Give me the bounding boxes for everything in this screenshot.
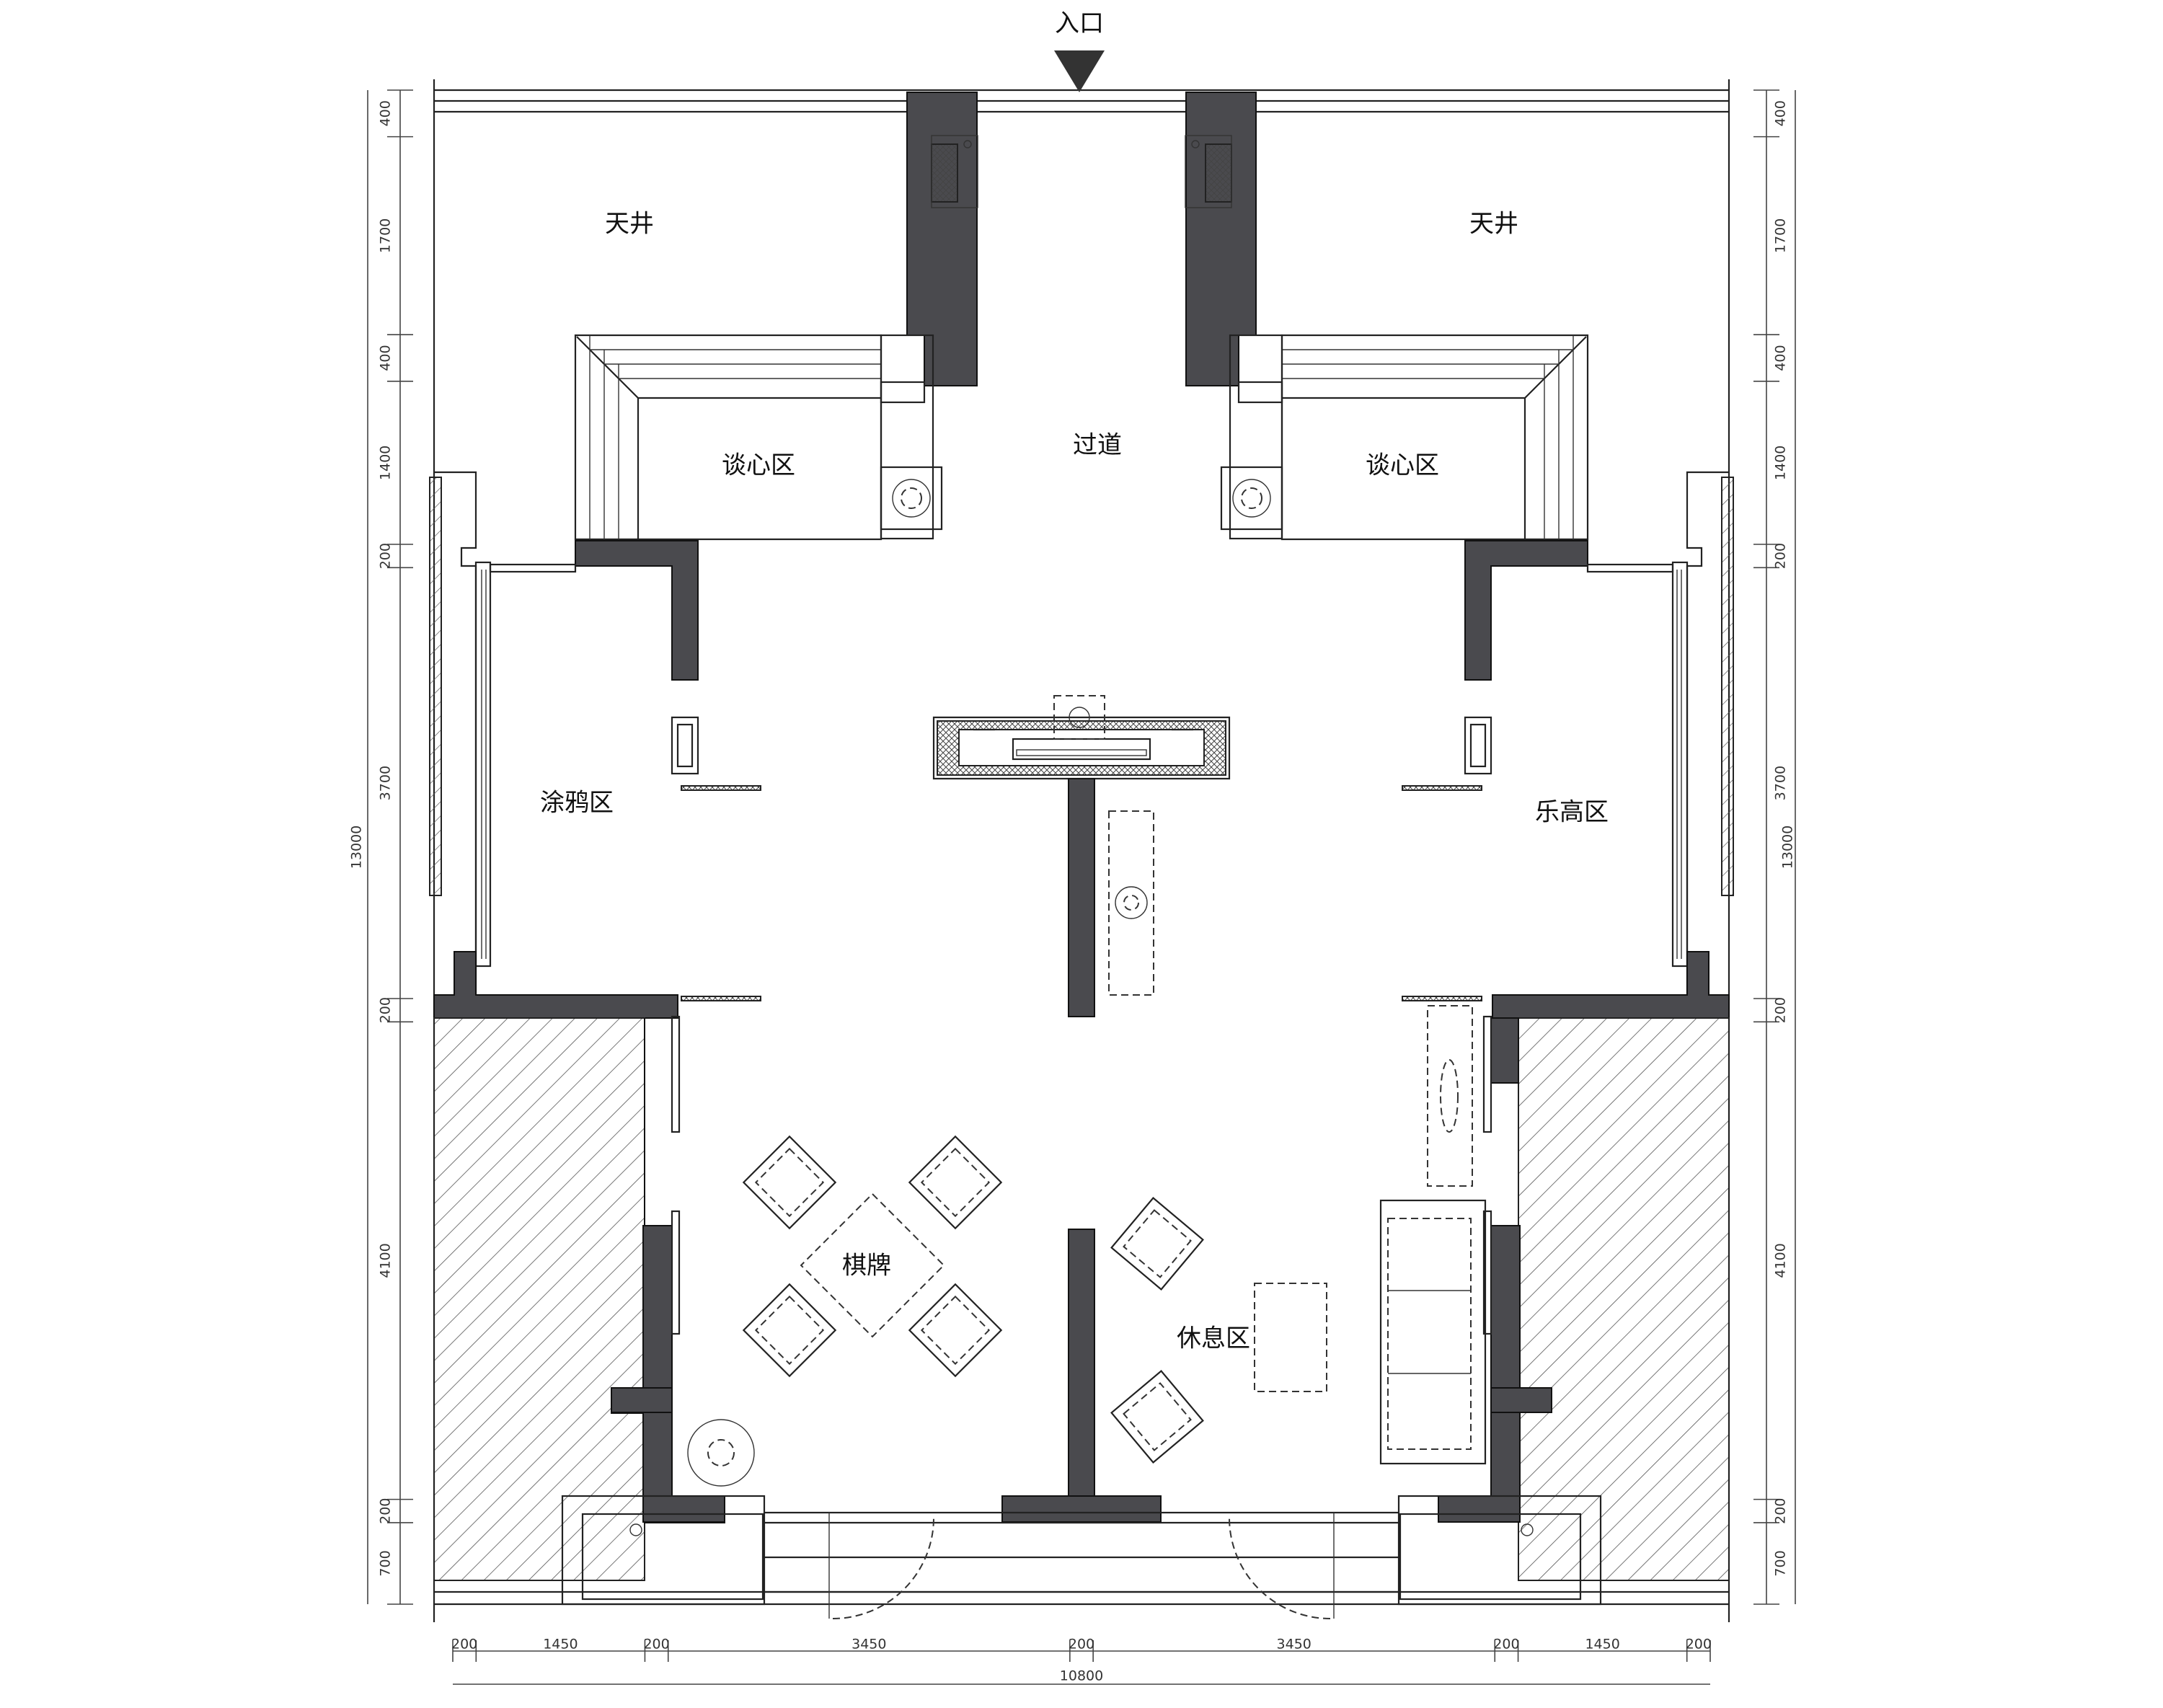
dimension-right: 400 1700 400 1400 200 3700 200 4100 200 700 13000 [1753, 89, 1796, 1605]
dim-left-value: 1700 [378, 218, 394, 253]
dim-left-value: 400 [378, 345, 394, 371]
dim-right-value: 200 [1773, 1498, 1789, 1524]
dim-left-value: 4100 [378, 1243, 394, 1278]
dim-right-value: 4100 [1773, 1243, 1789, 1278]
dim-right-value: 700 [1773, 1550, 1789, 1576]
chess-chair [742, 1135, 837, 1230]
chat-right-label: 谈心区 [1366, 451, 1439, 480]
dim-right-value: 200 [1773, 997, 1789, 1023]
dim-bottom-value: 200 [643, 1637, 669, 1652]
corridor-label: 过道 [1073, 431, 1122, 460]
chess-chair [742, 1283, 837, 1378]
dim-bottom-value: 1450 [1585, 1637, 1619, 1652]
dim-bottom-value: 3450 [1277, 1637, 1311, 1652]
upper-structure [574, 92, 1589, 681]
dim-left-total: 13000 [349, 826, 365, 869]
dim-bottom-value: 3450 [852, 1637, 886, 1652]
entrance-marker: 入口 [1054, 9, 1105, 92]
dim-left-value: 3700 [378, 766, 394, 800]
dim-bottom-value: 200 [1493, 1637, 1519, 1652]
lower-structure [433, 1005, 1730, 1619]
dim-left-value: 700 [378, 1550, 394, 1576]
dim-left-value: 1400 [378, 446, 394, 480]
room-labels: 天井 天井 谈心区 谈心区 过道 涂鸦区 乐高区 棋牌 休息区 [540, 210, 1609, 1353]
chat-left-label: 谈心区 [722, 451, 795, 480]
chess-chair [908, 1283, 1003, 1378]
dim-bottom-value: 200 [1069, 1637, 1094, 1652]
dim-left-value: 200 [378, 543, 394, 569]
rest-chair [1110, 1370, 1204, 1464]
dim-left-value: 200 [378, 1498, 394, 1524]
dimension-left: 400 1700 400 1400 200 3700 200 4100 200 700 13000 [349, 89, 413, 1605]
courtyard-right-label: 天井 [1469, 210, 1518, 239]
chess-chair [908, 1135, 1003, 1230]
dim-right-value: 400 [1773, 100, 1789, 126]
dim-right-value: 1700 [1773, 218, 1789, 253]
lego-label: 乐高区 [1535, 798, 1609, 827]
dim-right-value: 3700 [1773, 766, 1789, 800]
rest-label: 休息区 [1177, 1324, 1250, 1353]
dim-bottom-value: 1450 [543, 1637, 578, 1652]
dim-right-value: 200 [1773, 543, 1789, 569]
entrance-label: 入口 [1055, 9, 1104, 38]
dim-bottom-value: 200 [451, 1637, 477, 1652]
graffiti-label: 涂鸦区 [540, 789, 614, 818]
dim-right-total: 13000 [1780, 826, 1796, 869]
dim-left-value: 400 [378, 100, 394, 126]
dim-right-value: 1400 [1773, 446, 1789, 480]
dimension-bottom: 200 1450 200 3450 200 3450 200 1450 200 10800 [451, 1637, 1712, 1685]
middle-structure [429, 471, 1734, 1019]
dim-right-value: 400 [1773, 345, 1789, 371]
courtyard-left-label: 天井 [605, 210, 654, 239]
dim-bottom-total: 10800 [1060, 1668, 1103, 1684]
chess-label: 棋牌 [842, 1252, 891, 1280]
rest-chair [1110, 1197, 1204, 1291]
dim-bottom-value: 200 [1686, 1637, 1712, 1652]
dim-left-value: 200 [378, 997, 394, 1023]
